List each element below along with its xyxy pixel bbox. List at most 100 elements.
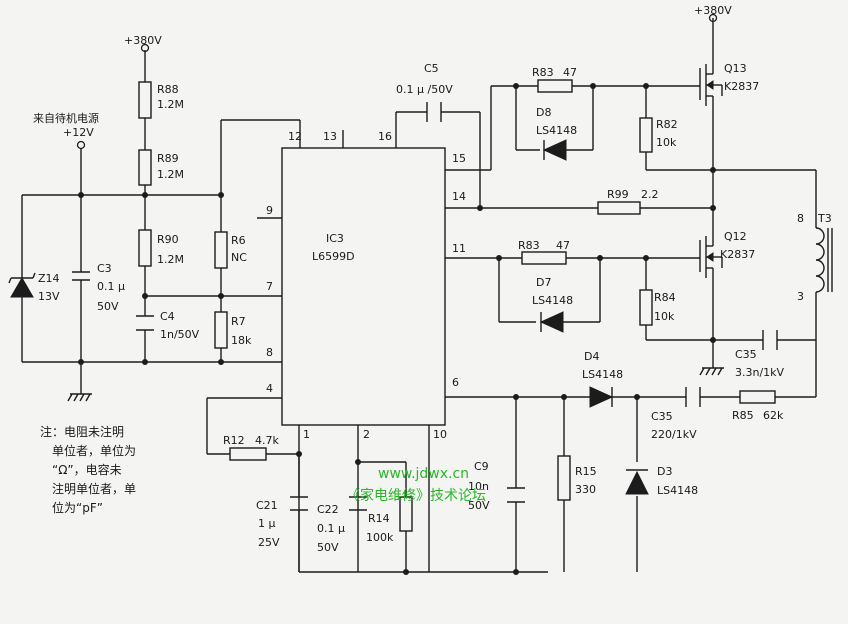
svg-text:K2837: K2837 [724, 80, 759, 93]
ic3-pin-4: 4 [266, 382, 273, 395]
svg-text:LS4148: LS4148 [657, 484, 698, 497]
svg-text:3: 3 [797, 290, 804, 303]
resistor-r99: R99 2.2 [597, 188, 659, 215]
svg-text:R83: R83 [518, 239, 540, 252]
ic3-pin-11: 11 [452, 242, 466, 255]
capacitor-c35-output: C35 220/1kV [651, 387, 701, 441]
resistor-r12: R12 4.7k [223, 434, 279, 461]
capacitor-c35-resonant: C35 3.3n/1kV [735, 330, 785, 379]
mosfet-q12: Q12 K2837 [699, 230, 755, 290]
ic3-pin-15: 15 [452, 152, 466, 165]
ic3-pin-13: 13 [323, 130, 337, 143]
ic3-pin-16: 16 [378, 130, 392, 143]
svg-text:Q13: Q13 [724, 62, 747, 75]
resistor-r15: R15 330 [557, 455, 597, 501]
ic3-l6599d: IC3 L6599D 12 13 16 15 14 9 11 7 8 4 6 1… [266, 130, 466, 441]
svg-text:Z14: Z14 [38, 272, 60, 285]
svg-text:10n: 10n [468, 480, 489, 493]
svg-text:220/1kV: 220/1kV [651, 428, 697, 441]
svg-text:1n/50V: 1n/50V [160, 328, 200, 341]
svg-text:18k: 18k [231, 334, 252, 347]
diode-d8: D8 LS4148 [536, 106, 577, 161]
mosfet-q13: Q13 K2837 [699, 58, 759, 120]
svg-text:R89: R89 [157, 152, 179, 165]
svg-text:C4: C4 [160, 310, 175, 323]
svg-text:R83: R83 [532, 66, 554, 79]
resistor-r85: R85 62k [732, 390, 784, 422]
capacitor-c5: C5 0.1 μ /50V [396, 62, 453, 122]
capacitor-c3: C3 0.1 μ 50V [72, 262, 125, 313]
diode-d4: D4 LS4148 [582, 350, 623, 408]
svg-text:0.1 μ: 0.1 μ [97, 280, 125, 293]
svg-text:62k: 62k [763, 409, 784, 422]
rail-380v-left: +380V [124, 34, 162, 47]
svg-text:NC: NC [231, 251, 247, 264]
svg-text:C3: C3 [97, 262, 112, 275]
svg-text:K2837: K2837 [720, 248, 755, 261]
svg-text:13V: 13V [38, 290, 60, 303]
svg-text:R88: R88 [157, 83, 179, 96]
svg-text:C35: C35 [735, 348, 757, 361]
svg-text:47: 47 [563, 66, 577, 79]
svg-text:8: 8 [797, 212, 804, 225]
ic3-pin-12: 12 [288, 130, 302, 143]
svg-text:LS4148: LS4148 [536, 124, 577, 137]
svg-text:R15: R15 [575, 465, 597, 478]
ic3-pin-8: 8 [266, 346, 273, 359]
rail-380v-top: +380V [694, 4, 732, 17]
capacitor-c21: C21 1 μ 25V [256, 496, 308, 549]
resistor-r7: R7 18k [214, 311, 252, 349]
svg-text:1.2M: 1.2M [157, 168, 184, 181]
svg-text:1.2M: 1.2M [157, 98, 184, 111]
diode-d7: D7 LS4148 [532, 276, 573, 333]
svg-text:2.2: 2.2 [641, 188, 659, 201]
watermark-forum: 《家电维修》技术论坛 [346, 487, 486, 504]
ic3-pin-1: 1 [303, 428, 310, 441]
resistor-r6: R6 NC [214, 231, 247, 269]
ic3-part: L6599D [312, 250, 355, 263]
svg-text:LS4148: LS4148 [532, 294, 573, 307]
ic3-pin-2: 2 [363, 428, 370, 441]
svg-text:R14: R14 [368, 512, 390, 525]
power-rails: +380V +380V +12V 来自待机电源 [33, 4, 732, 150]
ic3-pin-6: 6 [452, 376, 459, 389]
svg-text:位为“pF”: 位为“pF” [52, 500, 103, 515]
svg-text:D4: D4 [584, 350, 599, 363]
rail-12v: +12V [63, 126, 94, 139]
diodes: Z14 13V D8 LS4148 D7 LS4148 D4 LS4148 D3… [8, 106, 698, 497]
ic3-pin-7: 7 [266, 280, 273, 293]
junction-dots [78, 83, 716, 575]
ic3-body [281, 147, 446, 426]
resistor-r83-high: R83 47 [532, 66, 577, 93]
svg-text:100k: 100k [366, 531, 394, 544]
resistor-r82: R82 10k [639, 117, 678, 153]
svg-text:4.7k: 4.7k [255, 434, 279, 447]
resistor-r84: R84 10k [639, 289, 676, 326]
svg-text:R6: R6 [231, 234, 246, 247]
capacitor-c22: C22 0.1 μ 50V [317, 496, 367, 554]
ic3-ref: IC3 [326, 232, 344, 245]
svg-text:D3: D3 [657, 465, 672, 478]
diode-d3: D3 LS4148 [625, 465, 698, 497]
capacitors: C3 0.1 μ 50V C4 1n/50V C5 0.1 μ /50V C9 … [72, 62, 785, 554]
svg-text:R90: R90 [157, 233, 179, 246]
ic3-pin-9: 9 [266, 204, 273, 217]
svg-text:注明单位者，单: 注明单位者，单 [52, 481, 136, 496]
resistor-r90: R90 1.2M [138, 229, 184, 267]
svg-text:R84: R84 [654, 291, 676, 304]
svg-text:330: 330 [575, 483, 596, 496]
ground-icon [67, 386, 92, 402]
svg-text:1.2M: 1.2M [157, 253, 184, 266]
svg-text:10k: 10k [656, 136, 677, 149]
svg-text:10k: 10k [654, 310, 675, 323]
svg-text:R82: R82 [656, 118, 678, 131]
capacitor-c4: C4 1n/50V [136, 310, 200, 341]
svg-text:R85: R85 [732, 409, 754, 422]
svg-text:D7: D7 [536, 276, 551, 289]
svg-text:C5: C5 [424, 62, 439, 75]
resistor-r88: R88 1.2M [138, 81, 184, 119]
svg-text:T3: T3 [817, 212, 832, 225]
svg-text:“Ω”，电容未: “Ω”，电容未 [52, 462, 122, 477]
resistor-r83-low: R83 47 [518, 239, 570, 265]
